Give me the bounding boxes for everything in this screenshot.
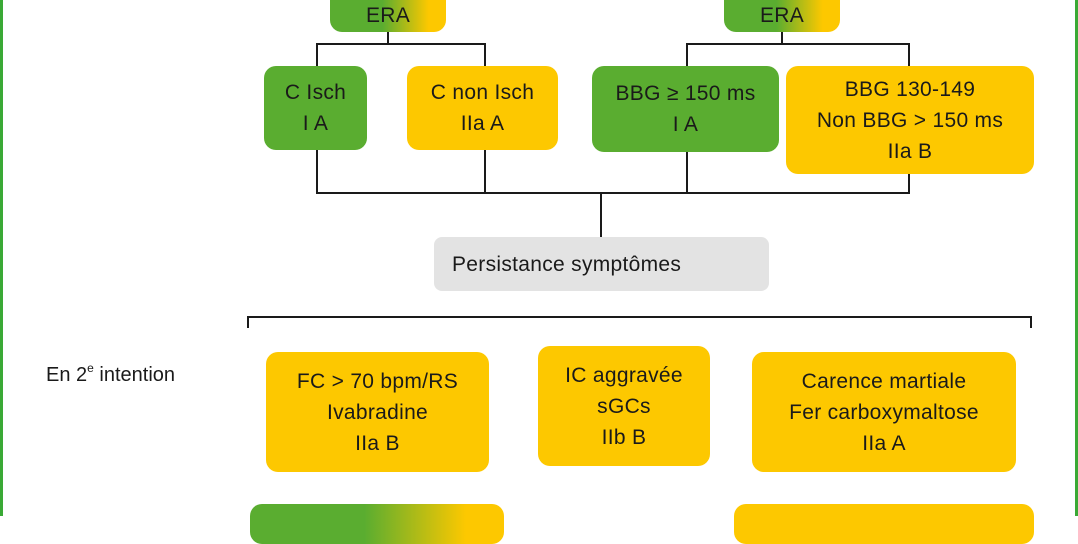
label-second-intention-prefix: En 2: [46, 364, 88, 386]
connector-merge-bar: [316, 192, 910, 194]
box-bbg-130-149-line3: IIa B: [887, 139, 933, 163]
label-second-intention-suffix: intention: [93, 364, 176, 386]
box-bbg-150-line2: I A: [672, 113, 699, 136]
box-persistance-label: Persistance symptômes: [452, 252, 682, 276]
connector-c-non-isch-down: [484, 150, 486, 194]
label-second-intention-sup: e: [87, 361, 94, 376]
connector-to-bbg130: [908, 43, 910, 67]
connector-lower-tick-right: [1030, 316, 1032, 328]
connector-lower-tick-left: [247, 316, 249, 328]
box-sgcs-line3: IIb B: [601, 425, 647, 449]
top-box-right-label: ERA: [759, 3, 805, 27]
box-sgcs: IC aggravée sGCs IIb B: [538, 346, 710, 466]
label-second-intention: En 2e intention: [46, 361, 176, 387]
connector-top-left-bar: [316, 43, 486, 45]
box-c-isch-line1: C Isch: [284, 81, 347, 104]
box-fer-line2: Fer carboxymaltose: [789, 400, 979, 424]
frame-right-border: [1075, 0, 1078, 516]
connector-lower-bar: [247, 316, 1032, 318]
frame-left-border: [0, 0, 3, 516]
box-c-isch: C Isch I A: [264, 66, 367, 150]
box-sgcs-line1: IC aggravée: [565, 363, 683, 387]
connector-to-bbg150: [686, 43, 688, 67]
box-ivabradine-line2: Ivabradine: [326, 400, 429, 424]
box-bbg-130-149: BBG 130-149 Non BBG > 150 ms IIa B: [786, 66, 1034, 174]
box-fer-carboxymaltose: Carence martiale Fer carboxymaltose IIa …: [752, 352, 1016, 472]
connector-c-isch-down: [316, 150, 318, 194]
connector-top-left-stem: [387, 32, 389, 44]
bottom-box-left: [250, 504, 504, 544]
box-c-non-isch: C non Isch IIa A: [407, 66, 558, 150]
box-ivabradine-line3: IIa B: [355, 431, 400, 455]
box-fer-line3: IIa A: [862, 431, 906, 455]
connector-to-persist: [600, 192, 602, 237]
top-box-left-label: ERA: [365, 3, 411, 27]
box-ivabradine-line1: FC > 70 bpm/RS: [296, 369, 459, 393]
box-ivabradine: FC > 70 bpm/RS Ivabradine IIa B: [266, 352, 489, 472]
box-sgcs-line2: sGCs: [597, 394, 651, 418]
box-fer-line1: Carence martiale: [801, 369, 967, 393]
connector-top-right-stem: [781, 32, 783, 44]
box-bbg-150-line1: BBG ≥ 150 ms: [615, 82, 756, 105]
connector-bbg130-down: [908, 174, 910, 194]
connector-top-right-bar: [686, 43, 910, 45]
box-persistance-symptomes: Persistance symptômes: [434, 237, 769, 291]
box-bbg-130-149-line2: Non BBG > 150 ms: [816, 108, 1004, 132]
top-box-left: ERA: [330, 0, 446, 32]
box-c-non-isch-line1: C non Isch: [430, 81, 535, 104]
top-box-right: ERA: [724, 0, 840, 32]
box-bbg-130-149-line1: BBG 130-149: [844, 77, 976, 101]
box-c-isch-line2: I A: [302, 112, 329, 135]
box-bbg-150: BBG ≥ 150 ms I A: [592, 66, 779, 152]
connector-bbg150-down: [686, 152, 688, 194]
bottom-box-right: [734, 504, 1034, 544]
connector-to-c-non-isch: [484, 43, 486, 67]
box-c-non-isch-line2: IIa A: [460, 112, 505, 135]
connector-to-c-isch: [316, 43, 318, 67]
